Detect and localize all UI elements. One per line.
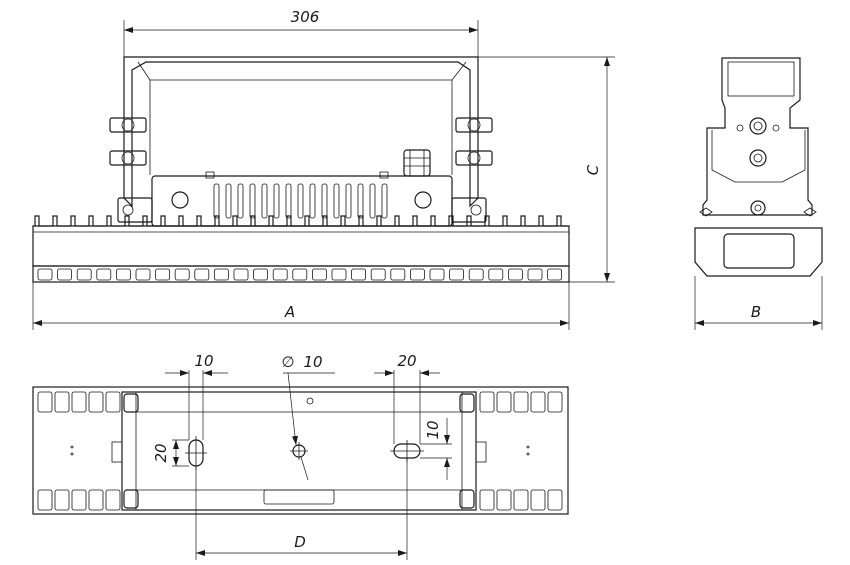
led-lens [370,268,386,281]
heatsink-fin [321,183,328,219]
dimension-slot-width-right: 20 [374,352,440,444]
plan-cell [88,391,104,413]
dimension-c: C [478,56,615,283]
dimension-hole-diameter: ∅ 10 [281,353,335,481]
heatsink-fin [381,183,388,219]
led-lens [116,268,131,281]
led-lens [409,268,425,281]
heatsink-fin [213,183,220,219]
led-lens [194,268,210,281]
led-lens [547,268,562,281]
plan-cell [37,391,53,413]
heatsink-fin [345,183,352,219]
bracket-bolts-left [109,117,147,166]
led-lens [468,268,484,281]
led-lens [331,268,347,281]
led-lens [76,268,92,281]
led-lens [351,268,367,281]
led-lens [449,268,465,281]
plan-cell [88,489,104,511]
plan-cell-grid [37,391,563,511]
front-view [32,56,570,283]
heatsink-fin [297,183,304,219]
plan-cell [54,489,70,511]
plan-cell [496,391,512,413]
heatsink-fin [357,183,364,219]
led-lens [174,268,190,281]
dimension-slot-height-right: 10 [420,418,452,480]
plan-cell [105,391,121,413]
side-view [694,57,823,277]
plan-cell [547,489,563,511]
dimension-d: D [195,458,408,560]
heatsink-fins [213,183,388,219]
led-lens [488,268,504,281]
heatsink-fin [369,183,376,219]
heatsink-fin [285,183,292,219]
dimension-306: 306 [123,8,479,57]
cable-gland [403,149,431,177]
led-lens [390,268,406,281]
heatsink-fin [273,183,280,219]
plan-cell [496,489,512,511]
plan-cell [71,391,87,413]
dimension-slot-width-left: 10 [165,352,228,440]
led-lens [37,268,53,281]
heatsink-fin [237,183,244,219]
led-lens [527,268,543,281]
dimension-b: B [694,276,823,330]
dim-label-20-right: 20 [397,352,416,370]
plan-cell [37,489,53,511]
dim-label-20-left: 20 [152,443,170,462]
dim-label-diameter-10: 10 [303,353,322,371]
led-lens [507,268,523,281]
dim-label-10-left: 10 [194,352,213,370]
dim-label-a: A [284,303,295,321]
plan-cell [530,489,546,511]
heatsink-fin [309,183,316,219]
plan-cell [54,391,70,413]
plan-cell [479,391,495,413]
dim-label-306: 306 [291,8,320,26]
plan-cell [530,391,546,413]
led-lens [292,268,308,281]
lamp-body [32,215,570,283]
heatsink-fin [249,183,256,219]
dim-label-b: B [751,303,761,321]
led-lens [96,268,112,281]
plan-cell [479,489,495,511]
dim-label-d: D [294,533,306,551]
dim-label-c: C [584,164,602,175]
diameter-symbol: ∅ [281,353,294,371]
led-lens [233,268,249,281]
bracket-bolts-right [455,117,493,166]
plan-view [32,386,569,515]
dimension-a: A [32,282,570,330]
dim-label-10-right: 10 [424,420,442,439]
housing-clamps [117,197,487,223]
led-lens [429,268,445,281]
heatsink-fin [261,183,268,219]
heatsink-fin [225,183,232,219]
plan-cell [71,489,87,511]
heatsink-fin [333,183,340,219]
led-lens [155,268,171,281]
led-lens [253,268,269,281]
plan-cell [513,489,529,511]
led-lens [272,268,288,281]
led-lens-row [37,268,562,281]
plan-cell [547,391,563,413]
led-lens [135,268,151,281]
dimension-slot-height-left: 20 [152,439,189,467]
plan-cell [105,489,121,511]
led-lens [311,268,327,281]
led-lens [57,268,72,281]
plan-cell [513,391,529,413]
led-lens [213,268,229,281]
